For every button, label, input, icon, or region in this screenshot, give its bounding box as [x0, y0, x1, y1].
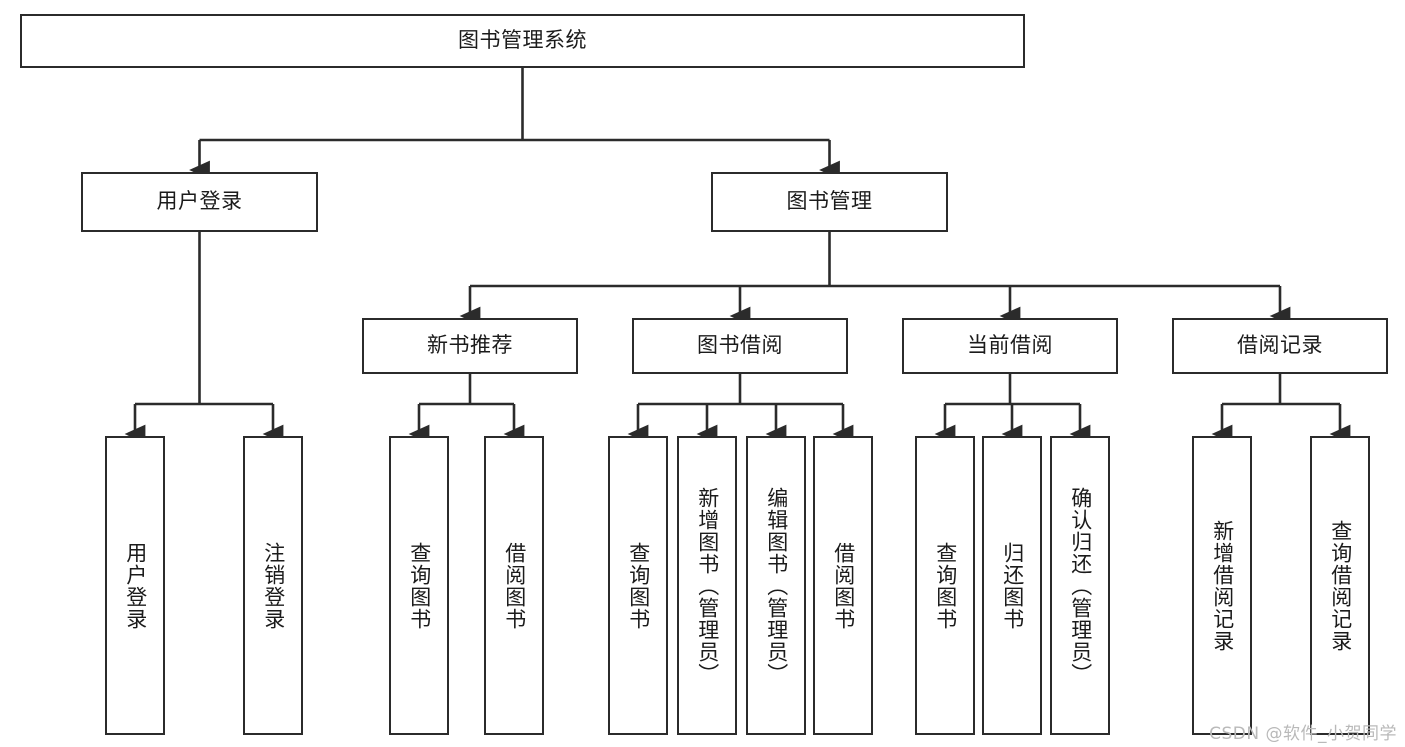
node-label: 新书推荐 [427, 333, 513, 358]
node-label: 图书管理 [786, 189, 873, 214]
node-leaf-rec-borrow[interactable]: 借阅图书 [484, 436, 544, 735]
node-borrow-record[interactable]: 借阅记录 [1172, 318, 1388, 374]
node-label: 借阅图书 [831, 541, 856, 630]
node-label: 归还图书 [1000, 541, 1025, 630]
node-leaf-cur-return[interactable]: 归还图书 [982, 436, 1042, 735]
node-label: 查询借阅记录 [1328, 519, 1353, 652]
node-leaf-borrow-edit[interactable]: 编辑图书（管理员） [746, 436, 806, 735]
node-label: 当前借阅 [967, 333, 1053, 358]
node-label: 注销登录 [261, 541, 286, 630]
node-book-manage[interactable]: 图书管理 [711, 172, 948, 232]
node-root[interactable]: 图书管理系统 [20, 14, 1025, 68]
node-leaf-rec-query2[interactable]: 查询借阅记录 [1310, 436, 1370, 735]
node-label: 新增借阅记录 [1210, 519, 1235, 652]
node-user-login[interactable]: 用户登录 [81, 172, 318, 232]
node-leaf-cur-query[interactable]: 查询图书 [915, 436, 975, 735]
node-label: 编辑图书（管理员） [764, 486, 789, 685]
node-leaf-cur-confirm[interactable]: 确认归还（管理员） [1050, 436, 1110, 735]
node-label: 借阅图书 [502, 541, 527, 630]
node-label: 用户登录 [156, 189, 243, 214]
node-label: 借阅记录 [1237, 333, 1323, 358]
node-leaf-rec-query[interactable]: 查询图书 [389, 436, 449, 735]
csdn-watermark: CSDN @软件_小贺同学 [1209, 724, 1397, 744]
node-leaf-user-login[interactable]: 用户登录 [105, 436, 165, 735]
node-leaf-rec-add[interactable]: 新增借阅记录 [1192, 436, 1252, 735]
node-label: 用户登录 [123, 541, 148, 630]
node-label: 查询图书 [626, 541, 651, 630]
node-new-book-rec[interactable]: 新书推荐 [362, 318, 578, 374]
node-leaf-borrow-query[interactable]: 查询图书 [608, 436, 668, 735]
node-book-borrow[interactable]: 图书借阅 [632, 318, 848, 374]
node-label: 图书管理系统 [458, 28, 587, 53]
node-label: 查询图书 [933, 541, 958, 630]
node-leaf-borrow-lend[interactable]: 借阅图书 [813, 436, 873, 735]
node-leaf-borrow-add[interactable]: 新增图书（管理员） [677, 436, 737, 735]
node-current-borrow[interactable]: 当前借阅 [902, 318, 1118, 374]
node-label: 确认归还（管理员） [1068, 486, 1093, 685]
node-label: 图书借阅 [697, 333, 783, 358]
node-leaf-user-logout[interactable]: 注销登录 [243, 436, 303, 735]
node-label: 新增图书（管理员） [695, 486, 720, 685]
node-label: 查询图书 [407, 541, 432, 630]
